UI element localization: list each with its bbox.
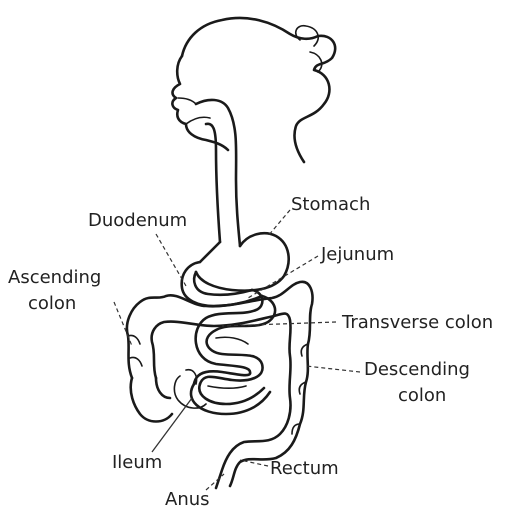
label-duodenum: Duodenum — [88, 210, 187, 231]
label-jejunum: Jejunum — [320, 244, 394, 265]
oesophagus — [186, 100, 240, 246]
label-stomach: Stomach — [291, 194, 370, 215]
label-descending-colon-line2: colon — [398, 385, 446, 406]
label-ileum: Ileum — [112, 452, 162, 473]
leader-ileum — [152, 398, 192, 452]
leader-stomach — [268, 210, 290, 236]
duodenum-organ — [182, 262, 262, 306]
label-ascending-colon-line2: colon — [28, 293, 76, 314]
leader-descending-colon — [306, 366, 360, 372]
leader-rectum — [240, 460, 268, 466]
small-intestine-organ — [174, 290, 275, 414]
label-descending-colon-line1: Descending — [364, 359, 470, 380]
label-ascending-colon-line1: Ascending — [8, 267, 101, 288]
label-transverse-colon: Transverse colon — [341, 312, 493, 333]
label-rectum: Rectum — [270, 458, 339, 479]
head-silhouette — [172, 18, 335, 162]
leader-duodenum — [156, 234, 186, 286]
label-anus: Anus — [165, 489, 210, 510]
